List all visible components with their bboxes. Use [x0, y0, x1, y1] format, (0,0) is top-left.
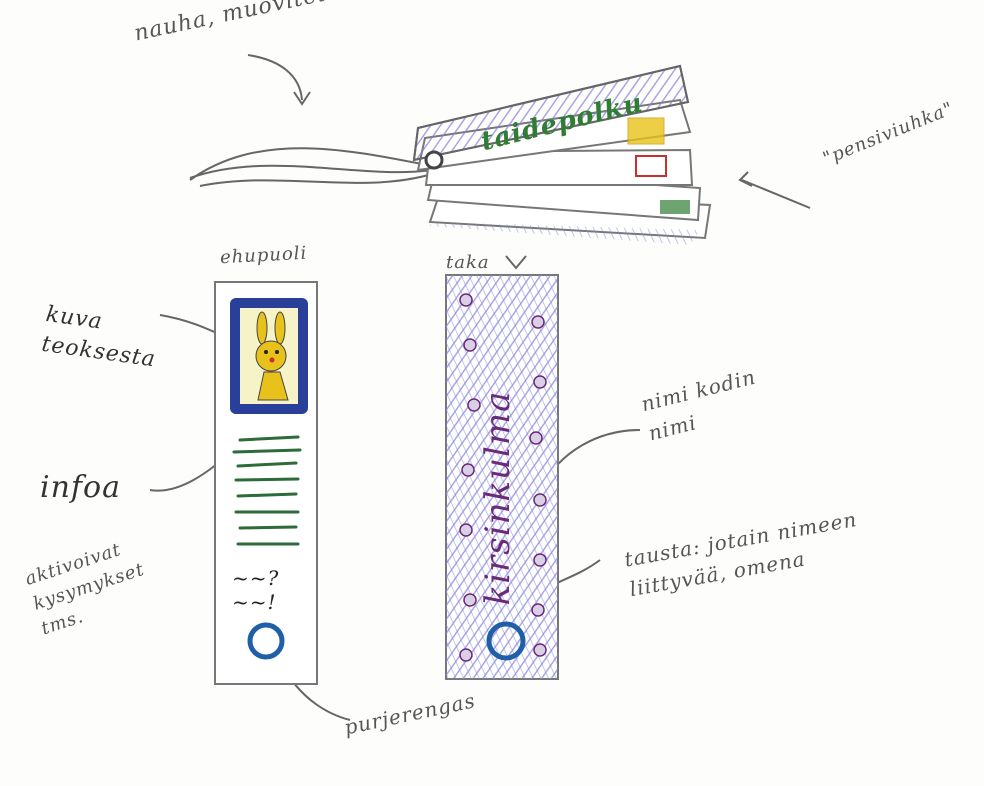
- back-title: kirsinkulma: [478, 368, 518, 628]
- bookmark-fan: [414, 66, 710, 245]
- info-note: infoa: [40, 470, 121, 505]
- back-label: taka: [446, 252, 490, 273]
- question-marks: ~~? ~~!: [232, 566, 279, 614]
- front-card: [215, 282, 317, 684]
- cord: [190, 148, 432, 186]
